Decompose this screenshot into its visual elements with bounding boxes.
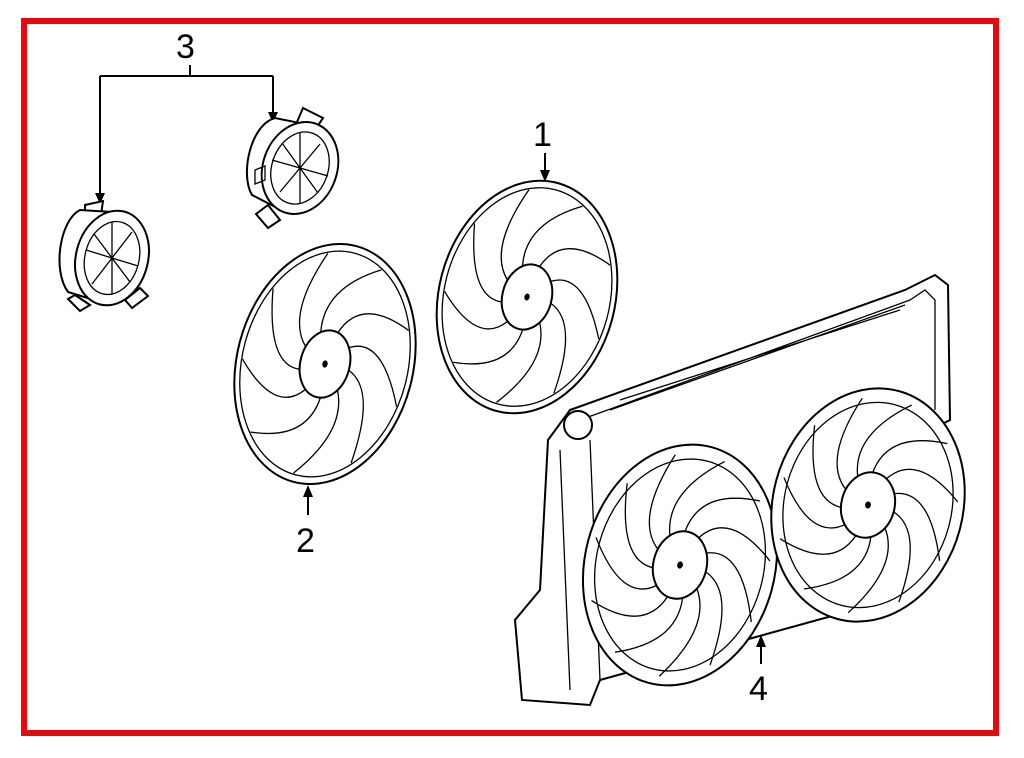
fan-motor-lower bbox=[58, 199, 150, 313]
blade bbox=[804, 524, 872, 603]
blade bbox=[326, 370, 375, 463]
blade bbox=[692, 551, 766, 622]
blade bbox=[496, 317, 545, 410]
blade bbox=[320, 259, 382, 344]
blade bbox=[608, 483, 672, 568]
blade bbox=[438, 292, 511, 334]
blade bbox=[779, 517, 856, 563]
blade bbox=[521, 195, 582, 277]
blade bbox=[683, 572, 734, 665]
blade bbox=[615, 585, 683, 666]
blade bbox=[586, 537, 664, 593]
blade bbox=[666, 452, 724, 544]
callout-3-leader bbox=[99, 65, 274, 195]
blade bbox=[796, 425, 860, 507]
blade bbox=[871, 512, 921, 603]
blade bbox=[873, 427, 947, 489]
blade bbox=[848, 524, 894, 618]
blade bbox=[641, 452, 683, 549]
blade bbox=[540, 241, 612, 284]
blade bbox=[774, 478, 852, 533]
blade bbox=[685, 484, 760, 548]
arrowhead-4 bbox=[756, 635, 766, 647]
blade bbox=[292, 250, 331, 346]
callout-4: 4 bbox=[749, 670, 768, 708]
blade bbox=[494, 187, 532, 280]
arrowhead-1 bbox=[540, 170, 550, 182]
fan-blade-1 bbox=[411, 160, 642, 434]
fan-motor-upper bbox=[245, 106, 340, 230]
blade bbox=[453, 314, 522, 377]
fan-shroud-assembly bbox=[513, 273, 990, 707]
callout-3: 3 bbox=[176, 28, 195, 66]
blade bbox=[337, 343, 409, 406]
callout-1: 1 bbox=[533, 116, 552, 154]
fan-blade-2 bbox=[208, 223, 441, 504]
blade bbox=[829, 396, 870, 490]
blade bbox=[457, 223, 520, 302]
blade bbox=[540, 277, 612, 339]
diagram-border bbox=[21, 18, 999, 736]
arrowhead-2 bbox=[303, 485, 313, 497]
blade bbox=[529, 303, 577, 393]
blade bbox=[885, 463, 962, 502]
blade bbox=[880, 491, 953, 560]
callout-2: 2 bbox=[296, 522, 315, 560]
blade bbox=[294, 385, 344, 480]
blade bbox=[251, 382, 321, 447]
blade bbox=[338, 306, 410, 350]
blade bbox=[698, 522, 776, 561]
blade bbox=[590, 578, 668, 625]
blade bbox=[255, 289, 318, 370]
blade bbox=[854, 395, 912, 485]
blade bbox=[236, 359, 309, 402]
blade bbox=[659, 585, 706, 682]
